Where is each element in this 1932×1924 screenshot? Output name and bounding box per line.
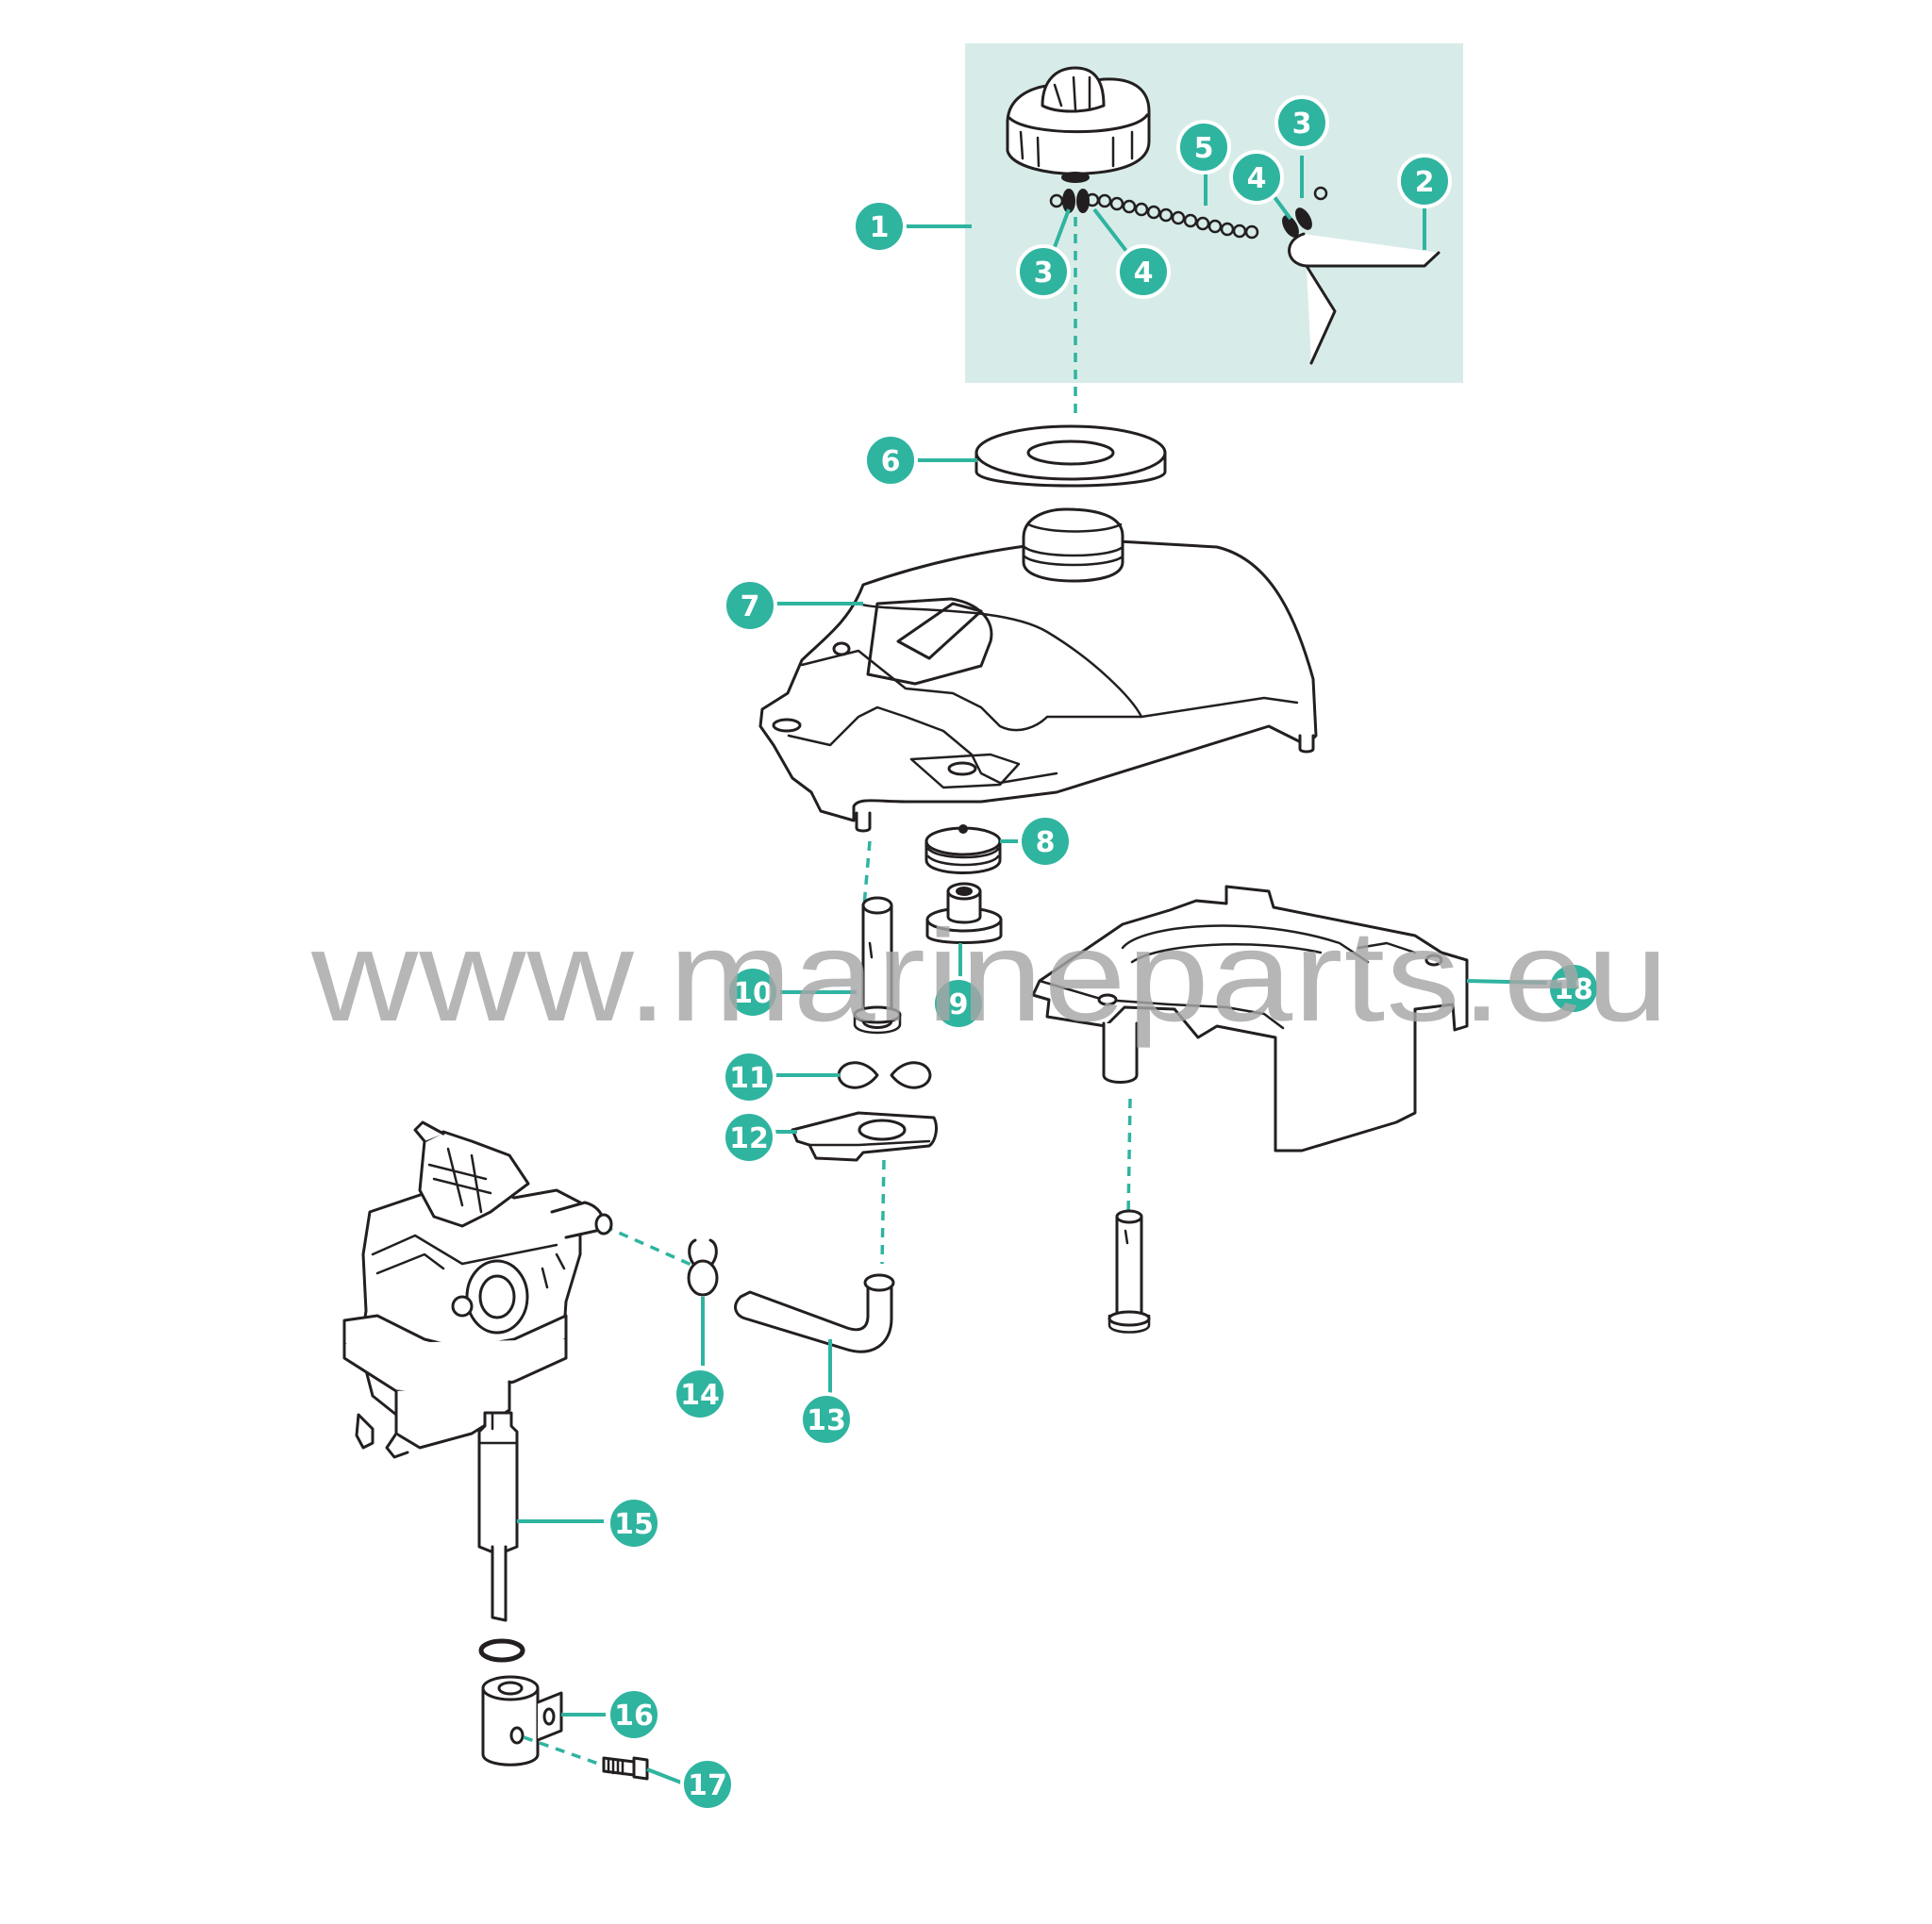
svg-text:4: 4 [1247, 162, 1267, 195]
callout-4-cap: 4 [1116, 244, 1171, 299]
svg-text:12: 12 [729, 1122, 769, 1155]
svg-text:15: 15 [614, 1508, 654, 1541]
callout-3-hook: 3 [1274, 95, 1329, 150]
callout-2: 2 [1397, 154, 1452, 208]
callout-6: 6 [863, 433, 918, 488]
callouts: 1 2 3 3 4 4 5 6 7 8 9 10 11 12 13 14 15 … [607, 95, 1601, 1812]
fuel-strainer [924, 824, 1002, 874]
chain-clips-cap [1062, 189, 1090, 213]
callout-3-cap: 3 [1016, 244, 1071, 299]
callout-18: 18 [1546, 961, 1601, 1016]
hose-clip-small [837, 1061, 932, 1089]
drain-body [481, 1675, 563, 1766]
callout-16: 16 [607, 1687, 661, 1742]
svg-text:3: 3 [1292, 108, 1312, 141]
fuel-tank [758, 507, 1318, 833]
svg-text:17: 17 [688, 1769, 727, 1802]
svg-text:10: 10 [733, 977, 773, 1010]
callout-5: 5 [1176, 120, 1231, 174]
svg-text:13: 13 [807, 1404, 846, 1437]
cap-gasket [974, 424, 1167, 488]
svg-text:8: 8 [1036, 826, 1056, 859]
mounting-pin [853, 896, 902, 1035]
svg-text:3: 3 [1034, 257, 1054, 290]
callout-12: 12 [722, 1110, 776, 1165]
callout-11: 11 [722, 1050, 776, 1104]
callout-8: 8 [1018, 814, 1073, 869]
callout-10: 10 [725, 965, 780, 1020]
ball-chain [1049, 186, 1328, 240]
carburetor [342, 1120, 613, 1459]
svg-text:11: 11 [729, 1062, 769, 1095]
svg-text:14: 14 [680, 1379, 720, 1412]
svg-text:9: 9 [949, 988, 969, 1021]
outlet-bushing [925, 882, 1003, 944]
callout-7: 7 [723, 578, 777, 633]
svg-text:4: 4 [1134, 257, 1154, 290]
fuel-cap [1006, 66, 1151, 183]
bracket-pin [1108, 1209, 1151, 1334]
svg-text:5: 5 [1194, 132, 1214, 165]
callout-1: 1 [852, 199, 907, 254]
callout-14: 14 [673, 1367, 727, 1421]
fuel-hose [734, 1273, 895, 1353]
drain-screw [602, 1756, 649, 1781]
float-valve-needle [477, 1411, 519, 1622]
svg-text:7: 7 [741, 590, 760, 623]
svg-text:16: 16 [614, 1700, 654, 1733]
svg-text:6: 6 [881, 445, 901, 478]
watermark-text: www.marineparts.eu [310, 904, 1670, 1049]
hose-clamp [687, 1238, 719, 1297]
bracket-plate [791, 1111, 938, 1162]
svg-text:1: 1 [870, 211, 890, 244]
callout-17: 17 [680, 1757, 735, 1812]
tank-bracket [1031, 885, 1469, 1153]
svg-text:2: 2 [1415, 166, 1435, 199]
svg-text:18: 18 [1554, 973, 1593, 1006]
callout-9: 9 [931, 976, 986, 1031]
hook-wire [1288, 232, 1441, 365]
callout-4-hook: 4 [1229, 150, 1284, 205]
o-ring [478, 1638, 525, 1663]
callout-15: 15 [607, 1496, 661, 1551]
callout-13: 13 [799, 1392, 854, 1447]
